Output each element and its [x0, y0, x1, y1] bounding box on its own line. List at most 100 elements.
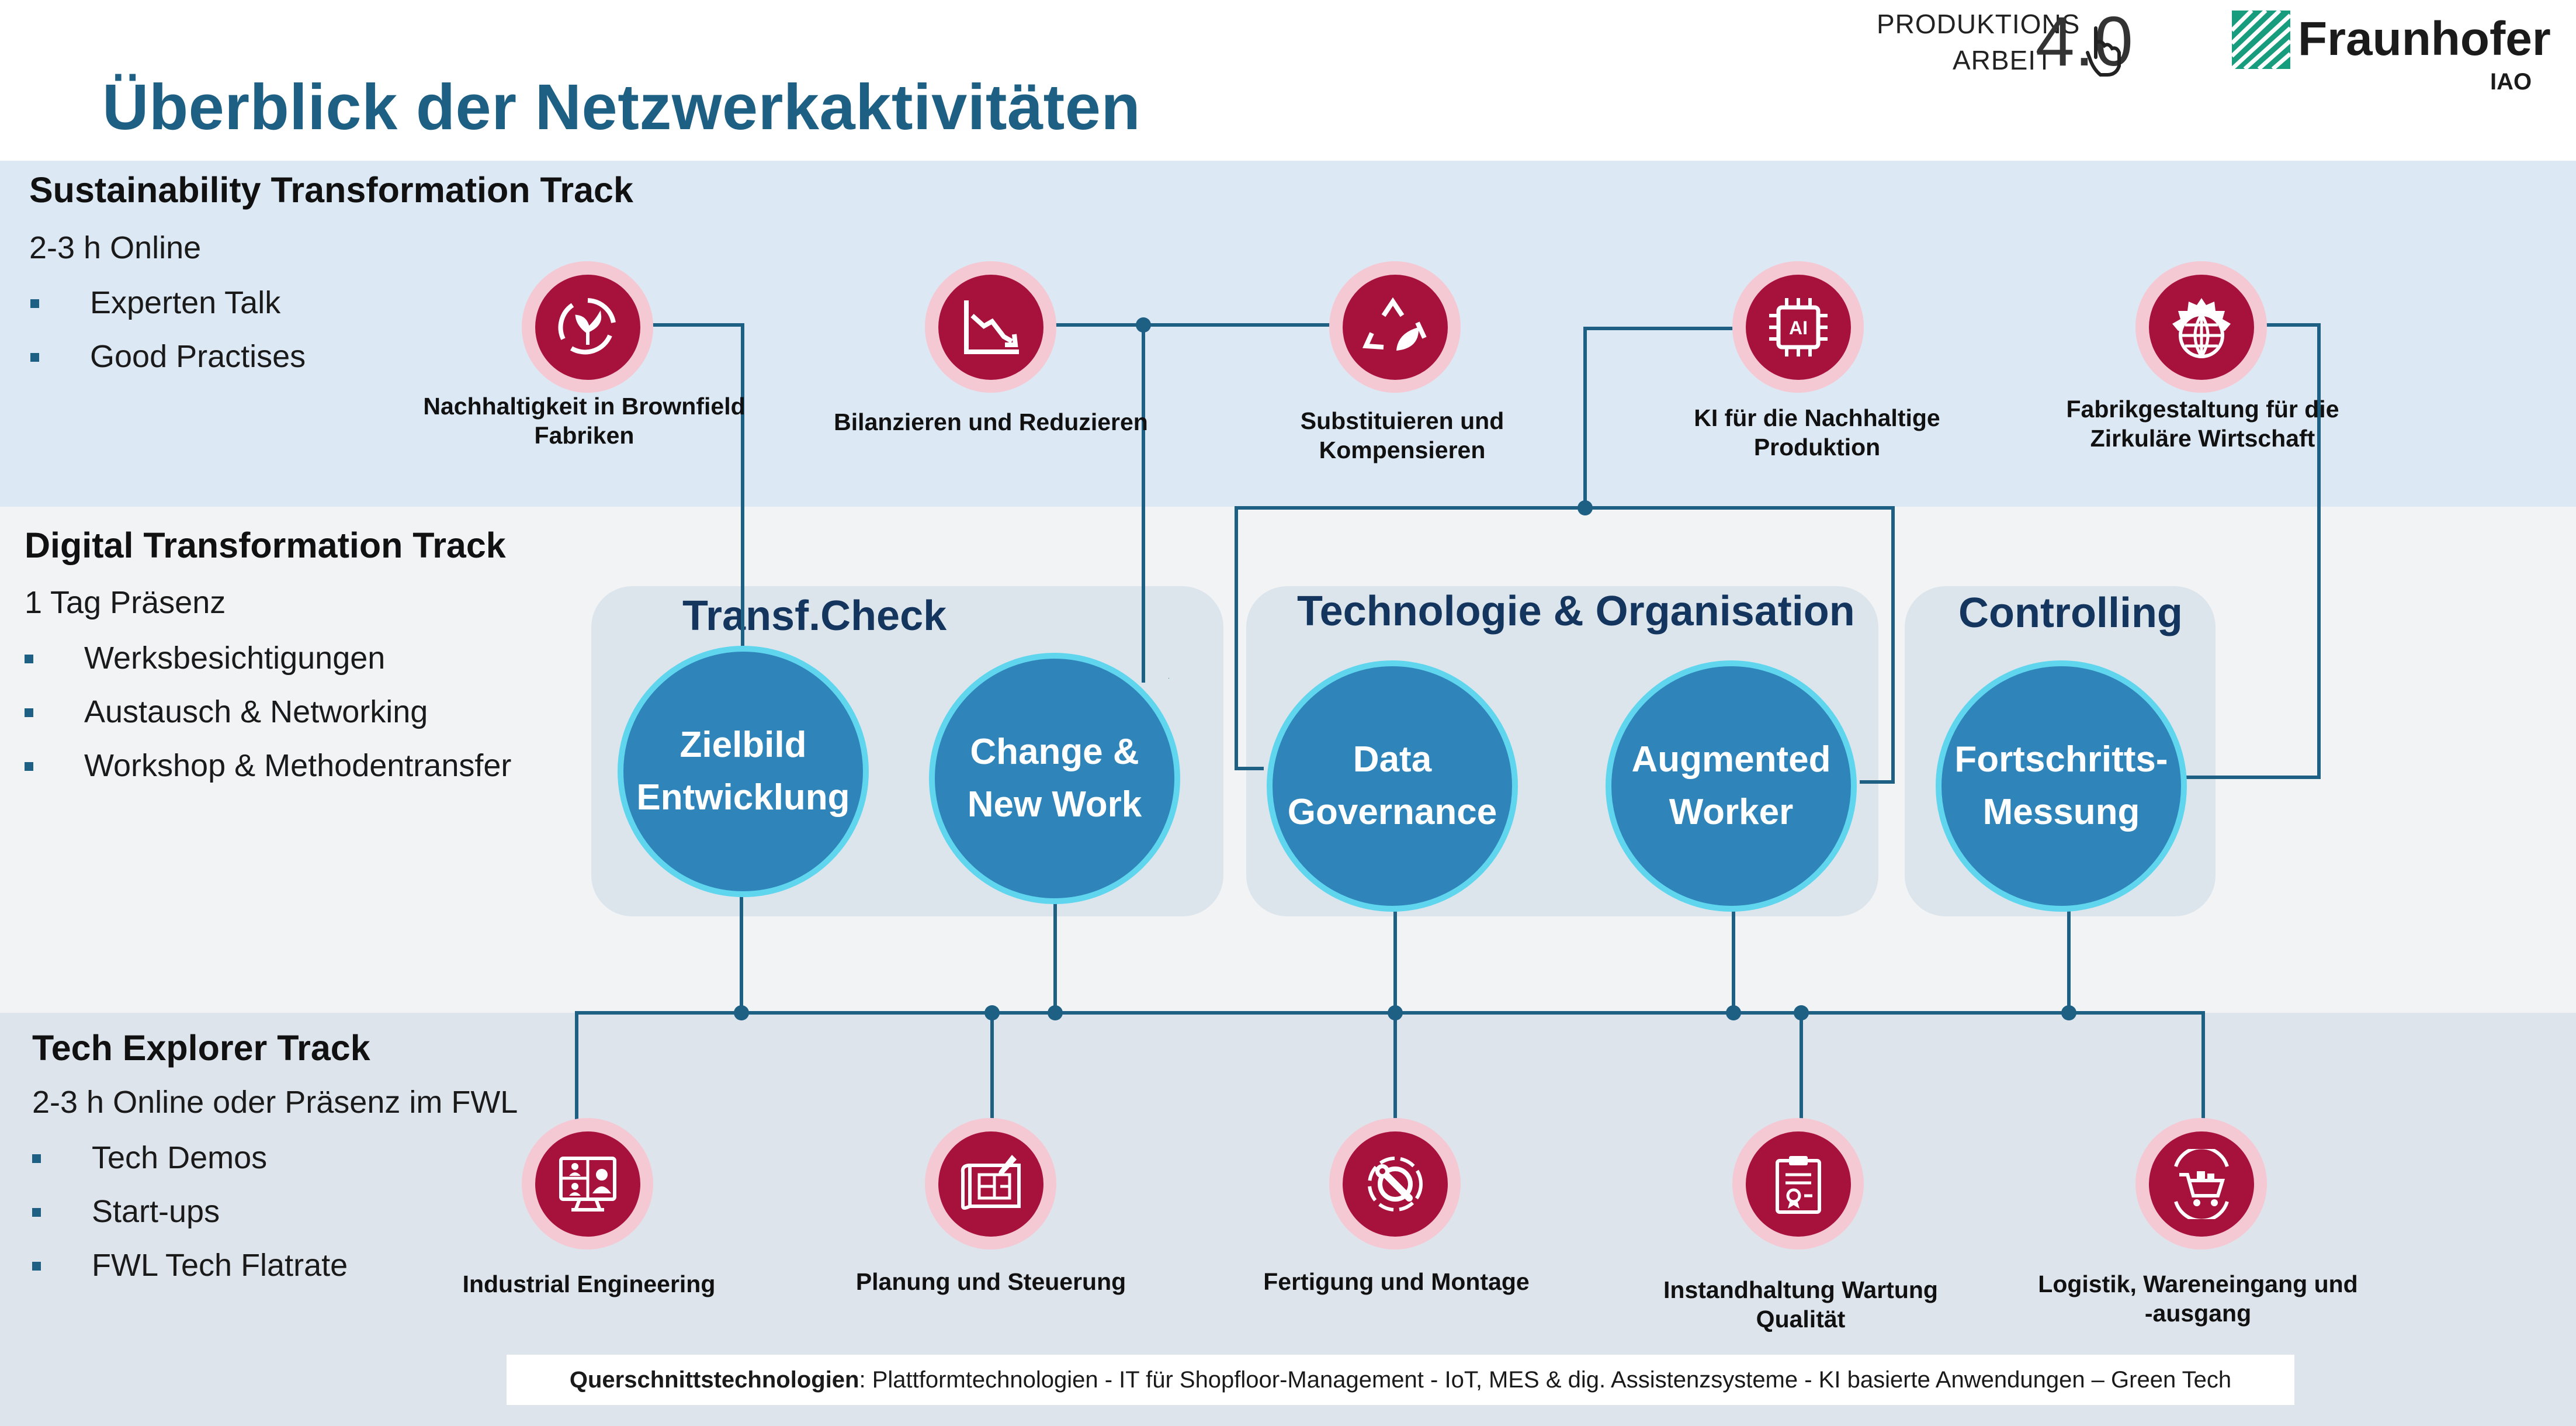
- sustainability-bullets: Experten Talk Good Practises: [30, 276, 306, 383]
- connector: [1052, 323, 1331, 327]
- declining-chart-icon: [963, 300, 1019, 354]
- clipboard-certificate-icon: [1775, 1155, 1821, 1214]
- topic-label: Fertigung und Montage: [1263, 1268, 1530, 1295]
- connector: [2255, 323, 2321, 327]
- connector: [1142, 323, 1145, 683]
- list-item: Austausch & Networking: [25, 685, 511, 739]
- junction-dot: [1794, 1005, 1809, 1020]
- digital-bullets: Werksbesichtigungen Austausch & Networki…: [25, 631, 511, 792]
- node-line: Change &: [970, 732, 1139, 773]
- digital-track-title: Digital Transformation Track: [25, 525, 506, 565]
- sustainability-track-subtitle: 2-3 h Online: [29, 230, 202, 265]
- list-item: Good Practises: [30, 330, 306, 383]
- group-label-technologie-organisation: Technologie & Organisation: [1297, 588, 1855, 635]
- tech-track-title: Tech Explorer Track: [32, 1028, 370, 1068]
- node-line: Governance: [1287, 792, 1497, 832]
- recycle-leaf-icon: [1362, 297, 1427, 351]
- topic-label: Nachhaltigkeit in Brownfield Fabriken: [423, 393, 746, 449]
- produktionsarbeit-logo: PRODUKTIONS ARBEIT 4.0: [1877, 2, 2134, 81]
- junction-dot: [2061, 1005, 2076, 1020]
- node-line: Fortschritts-: [1954, 739, 2168, 780]
- node-line: Messung: [1982, 792, 2140, 832]
- list-item: FWL Tech Flatrate: [32, 1238, 348, 1292]
- footer-text: : Plattformtechnologien - IT für Shopflo…: [859, 1366, 2232, 1393]
- sustainability-track-title: Sustainability Transformation Track: [29, 170, 633, 210]
- connector: [741, 323, 744, 650]
- connector: [1393, 1011, 1397, 1125]
- topic-label: Instandhaltung Wartung Qualität: [1663, 1276, 1938, 1333]
- svg-text:AI: AI: [1789, 317, 1808, 338]
- topic-substituieren: [1329, 261, 1461, 393]
- topic-bilanzieren: [925, 261, 1056, 393]
- node-line: New Work: [967, 784, 1142, 825]
- topic-label: Bilanzieren und Reduzieren: [834, 409, 1148, 435]
- connector: [740, 888, 743, 1012]
- fraunhofer-sub: IAO: [2490, 69, 2532, 95]
- node-line: Zielbild: [679, 725, 807, 766]
- logo-line-produktions: PRODUKTIONS: [1877, 9, 2081, 39]
- list-item: Start-ups: [32, 1185, 348, 1238]
- junction-dot: [1048, 1005, 1063, 1020]
- node-line: Entwicklung: [636, 777, 850, 818]
- connector: [990, 1011, 994, 1125]
- connector: [1393, 903, 1397, 1012]
- topic-label: Fabrikgestaltung für die Zirkuläre Wirts…: [2066, 396, 2339, 452]
- group-label-controlling: Controlling: [1958, 590, 2183, 636]
- connector: [1583, 327, 1740, 330]
- logo-line-arbeit: ARBEIT: [1953, 45, 2054, 75]
- node-line: Worker: [1669, 792, 1794, 832]
- node-fortschritts-messung: Fortschritts- Messung: [1936, 660, 2187, 912]
- video-conference-icon: [559, 1156, 616, 1212]
- connector: [1053, 888, 1057, 1012]
- digital-track-subtitle: 1 Tag Präsenz: [25, 585, 226, 620]
- fraunhofer-logo: Fraunhofer IAO: [2232, 8, 2551, 96]
- tech-bullets: Tech Demos Start-ups FWL Tech Flatrate: [32, 1131, 348, 1292]
- list-item: Werksbesichtigungen: [25, 631, 511, 685]
- topic-fertigung-montage: [1329, 1118, 1461, 1250]
- blueprint-icon: [961, 1154, 1021, 1210]
- junction-dot: [1388, 1005, 1403, 1020]
- junction-dot: [1136, 317, 1151, 333]
- ai-chip-icon: AI: [1769, 297, 1828, 356]
- footer-bold: Querschnittstechnologien: [569, 1366, 859, 1393]
- shopping-cart-icon: [2173, 1148, 2229, 1219]
- topic-label: Logistik, Wareneingang und -ausgang: [2038, 1271, 2358, 1327]
- list-item: Tech Demos: [32, 1131, 348, 1185]
- list-item: Experten Talk: [30, 276, 306, 330]
- junction-dot: [1578, 500, 1593, 515]
- topic-label: Industrial Engineering: [462, 1271, 716, 1297]
- topic-nachhaltigkeit: [522, 261, 653, 393]
- fraunhofer-name: Fraunhofer: [2298, 12, 2551, 65]
- tech-track-subtitle: 2-3 h Online oder Präsenz im FWL: [32, 1085, 518, 1120]
- topic-ki: AI: [1732, 261, 1864, 393]
- node-line: Augmented: [1631, 739, 1831, 780]
- footer-querschnitt: Querschnittstechnologien: Plattformtechn…: [507, 1355, 2294, 1405]
- gear-globe-icon: [2172, 297, 2231, 358]
- connector: [1235, 506, 1895, 510]
- connector: [1732, 903, 1735, 1012]
- node-change-new-work: Change & New Work: [929, 653, 1180, 904]
- connector: [1891, 506, 1895, 784]
- connector: [575, 1011, 578, 1125]
- topic-fabrikgestaltung: [2135, 261, 2267, 393]
- connector: [1860, 780, 1895, 784]
- list-item: Workshop & Methodentransfer: [25, 739, 511, 792]
- connector: [1235, 506, 1238, 770]
- topic-label: Substituieren und Kompensieren: [1300, 407, 1504, 464]
- wrench-gear-icon: [1367, 1156, 1423, 1212]
- connector: [650, 323, 744, 327]
- connector: [2317, 323, 2321, 779]
- topic-label: KI für die Nachhaltige Produktion: [1694, 404, 1940, 461]
- topic-label: Planung und Steuerung: [855, 1268, 1126, 1295]
- page-title: Überblick der Netzwerkaktivitäten: [102, 71, 1141, 143]
- topic-logistik: [2135, 1118, 2267, 1250]
- connector: [1800, 1011, 1803, 1125]
- topic-industrial-engineering: [522, 1118, 653, 1250]
- topic-instandhaltung: [1732, 1118, 1864, 1250]
- node-line: Data: [1353, 739, 1432, 780]
- fraunhofer-mark-icon: [2232, 11, 2290, 69]
- plant-cycle-icon: [558, 297, 616, 354]
